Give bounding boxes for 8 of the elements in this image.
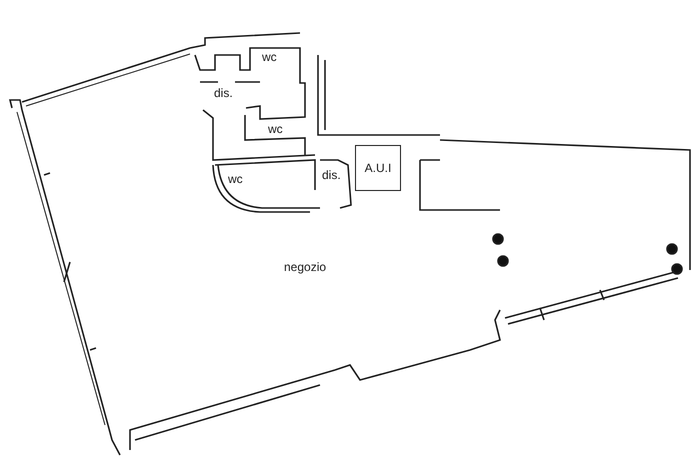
room-label: dis. [214,86,233,100]
room-label: A.U.I [364,161,392,175]
room-box [355,145,401,191]
room-label: wc [268,122,283,136]
room-label: wc [228,172,243,186]
room-label: wc [262,50,277,64]
room-label: negozio [284,260,326,274]
room-label: dis. [322,168,341,182]
